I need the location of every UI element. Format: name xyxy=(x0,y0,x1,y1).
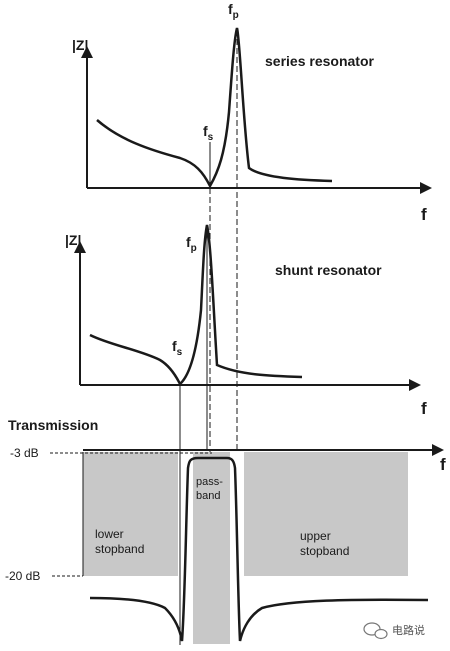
series-resonator-panel: |Z| f series resonator fs fp xyxy=(72,1,432,224)
shunt-x-axis-arrow xyxy=(409,379,421,391)
level-3db-label: -3 dB xyxy=(10,446,39,460)
lower-stopband-label-line1: lower xyxy=(95,527,124,541)
transmission-x-axis-label: f xyxy=(440,455,446,474)
series-x-axis-arrow xyxy=(420,182,432,194)
shunt-title: shunt resonator xyxy=(275,262,382,278)
shunt-impedance-curve xyxy=(89,224,303,387)
transmission-response-curve xyxy=(89,456,429,642)
shunt-resonator-panel: |Z| f shunt resonator fs fp xyxy=(65,224,427,418)
series-impedance-curve xyxy=(96,27,333,189)
transmission-label: Transmission xyxy=(8,417,98,433)
shunt-y-axis-arrow xyxy=(74,241,86,253)
passband-label-line1: pass- xyxy=(196,476,223,488)
upper-stopband-label-line2: stopband xyxy=(300,544,349,558)
upper-stopband-region xyxy=(244,452,408,576)
upper-stopband-label-line1: upper xyxy=(300,529,331,543)
series-title: series resonator xyxy=(265,53,374,69)
wechat-icon xyxy=(363,622,388,640)
lower-stopband-region xyxy=(83,452,178,576)
watermark-text: 电路说 xyxy=(392,623,425,637)
transmission-x-axis-arrow xyxy=(432,444,444,456)
passband-region xyxy=(193,452,230,644)
lower-stopband-label-line2: stopband xyxy=(95,542,144,556)
series-y-axis-arrow xyxy=(81,46,93,58)
series-fs-label: fs xyxy=(203,123,214,143)
shunt-y-axis-label: |Z| xyxy=(65,232,81,248)
series-fp-label: fp xyxy=(228,1,239,21)
series-x-axis-label: f xyxy=(421,205,427,224)
level-20db-label: -20 dB xyxy=(5,569,40,583)
shunt-x-axis-label: f xyxy=(421,399,427,418)
shunt-fs-label: fs xyxy=(172,338,183,358)
passband-label-line2: band xyxy=(196,490,220,502)
transmission-panel: Transmission f -3 dB -20 dB pass- band l… xyxy=(5,417,446,644)
series-y-axis-label: |Z| xyxy=(72,37,88,53)
shunt-fp-label: fp xyxy=(186,234,197,254)
watermark: 电路说 xyxy=(363,622,425,640)
reference-lines xyxy=(179,30,238,645)
